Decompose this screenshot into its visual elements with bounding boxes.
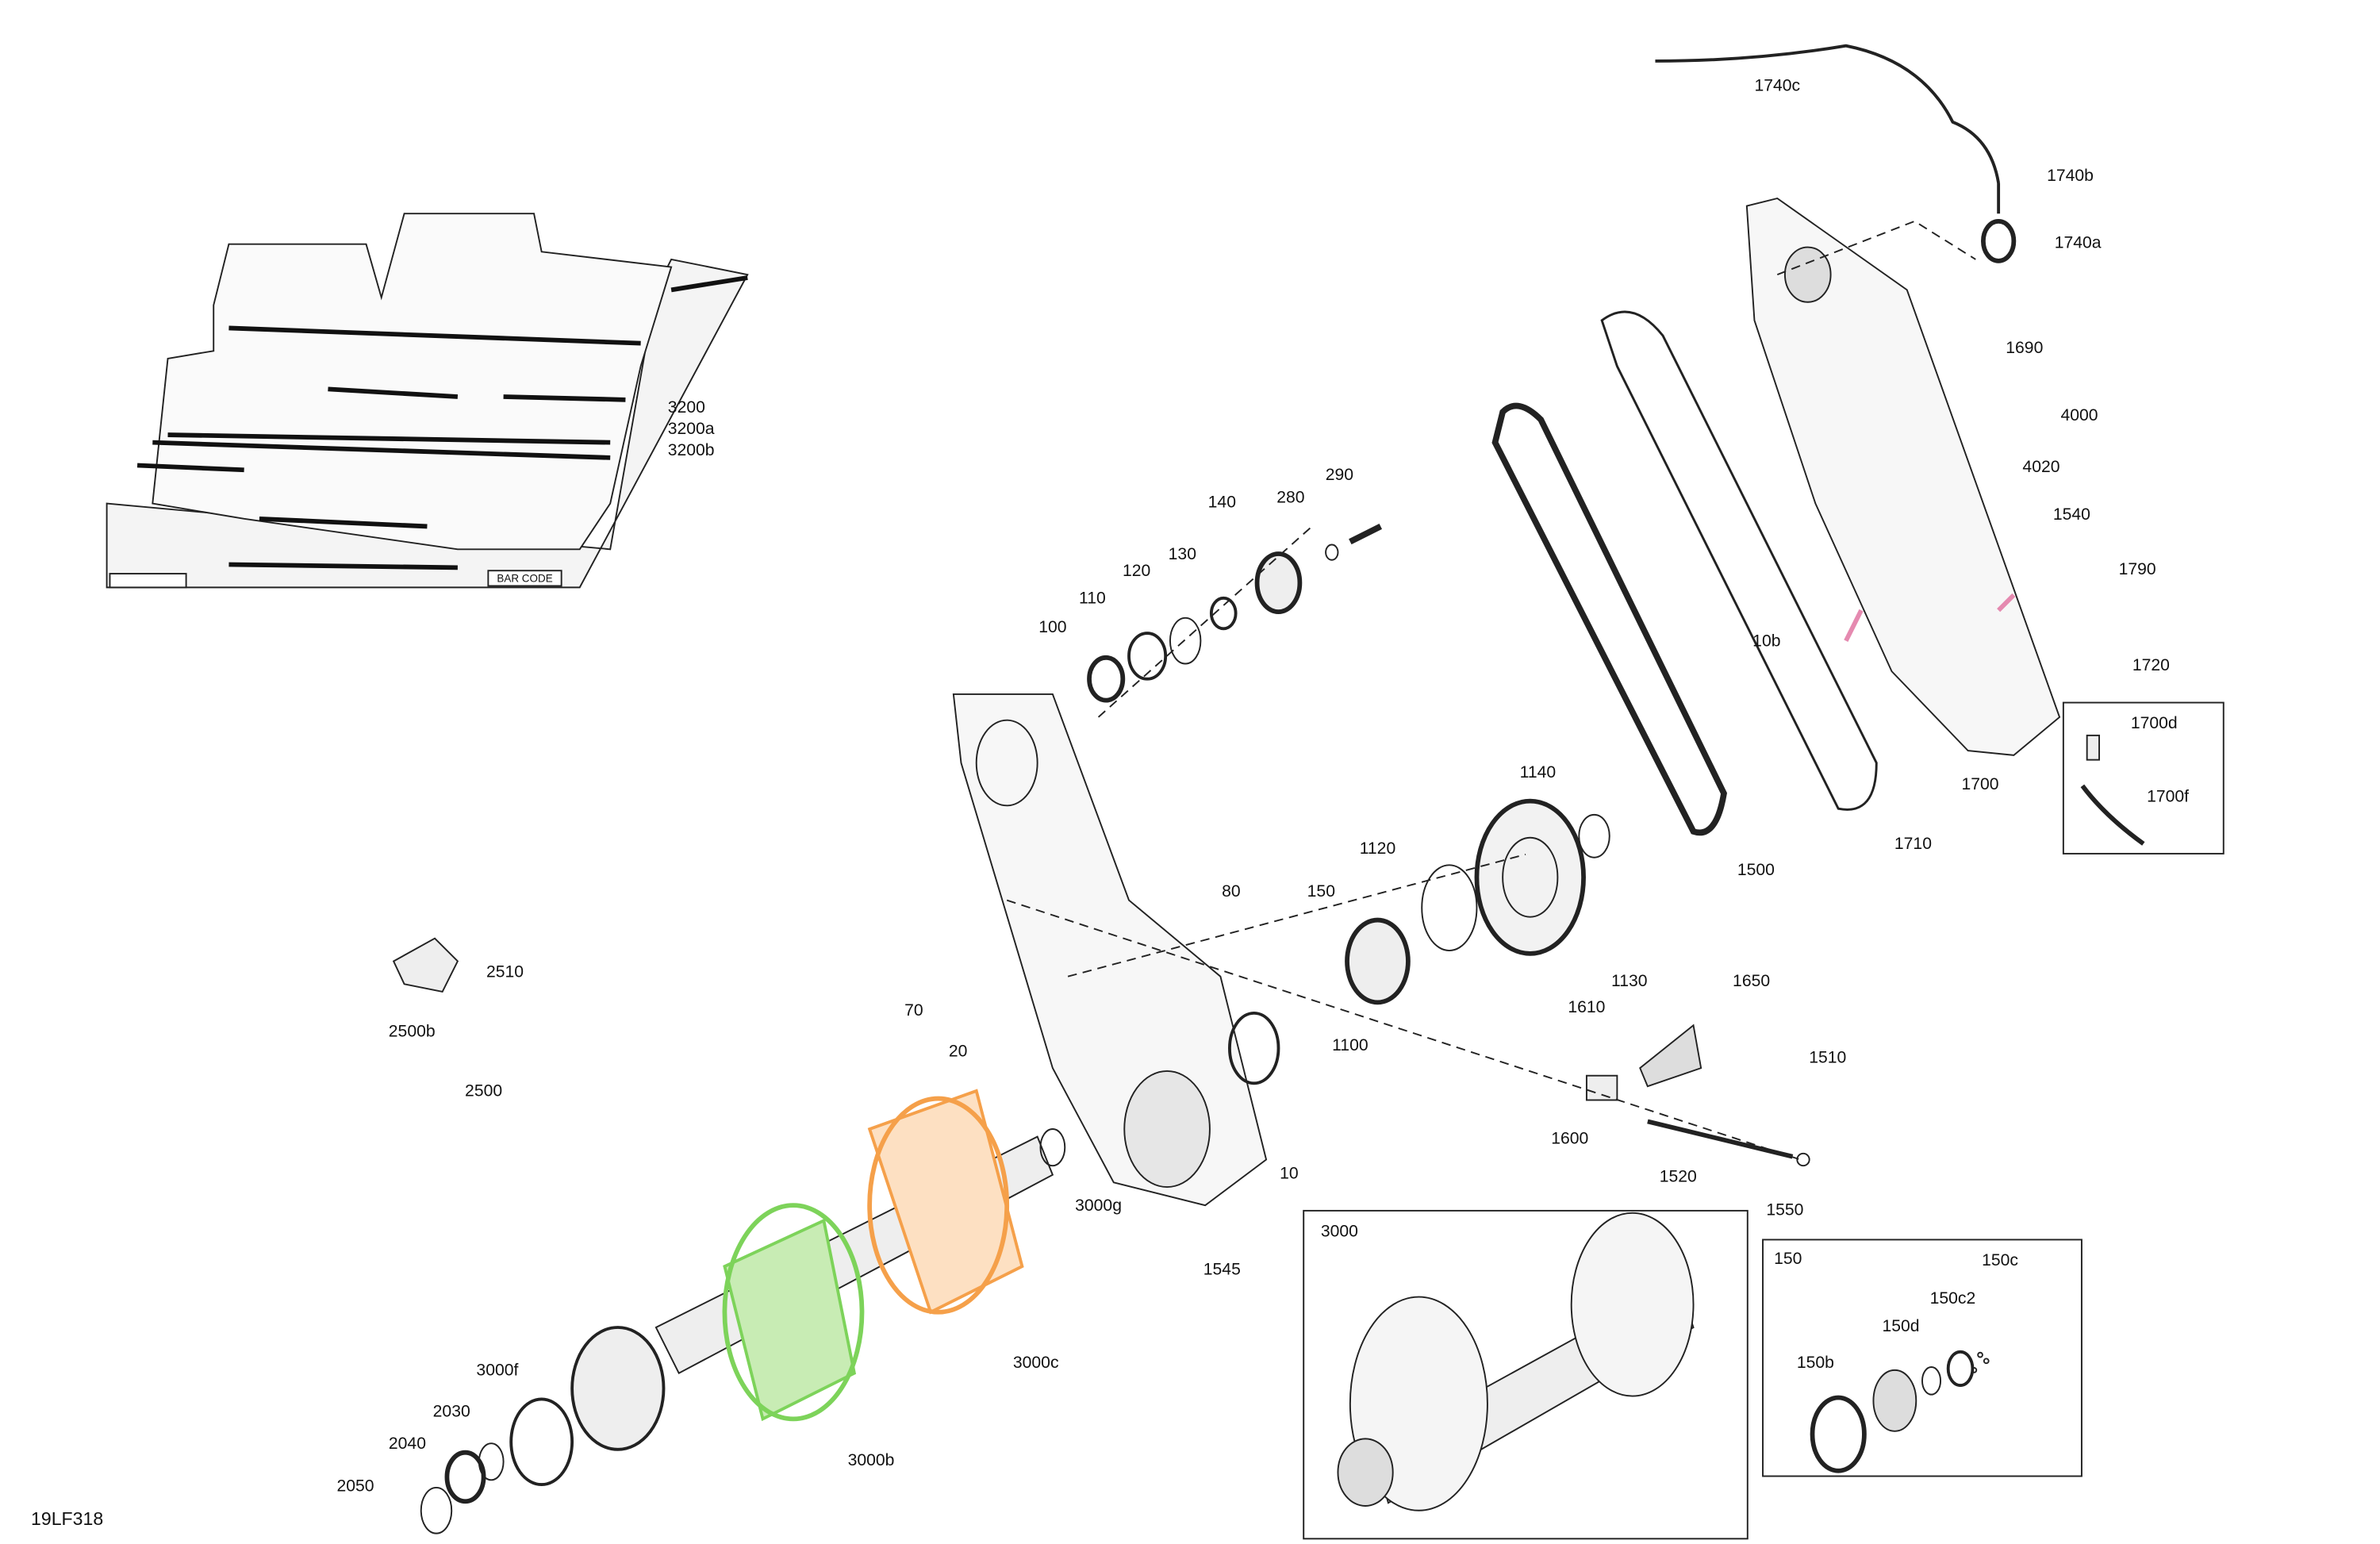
callout-100[interactable]: 100 <box>1038 618 1067 637</box>
inset-1700-art <box>2080 784 2145 846</box>
inset-3000-art <box>1337 1212 1695 1511</box>
clip-1700d <box>2086 734 2101 761</box>
callout-1740b[interactable]: 1740b <box>2047 167 2094 186</box>
callout-1700[interactable]: 1700 <box>1961 775 1999 794</box>
gear-stack <box>1087 523 1383 703</box>
callout-150c2[interactable]: 150c2 <box>1929 1289 1976 1308</box>
chain-1500 <box>1491 402 1727 836</box>
callout-1790[interactable]: 1790 <box>2118 560 2156 579</box>
callout-1140[interactable]: 1140 <box>1519 763 1557 782</box>
callout-280[interactable]: 280 <box>1276 489 1305 508</box>
callout-150d[interactable]: 150d <box>1882 1317 1920 1336</box>
callout-4020[interactable]: 4020 <box>2022 458 2060 477</box>
callout-2040[interactable]: 2040 <box>388 1435 426 1454</box>
callout-290[interactable]: 290 <box>1325 466 1354 485</box>
inset-3000-title: 3000 <box>1320 1223 1358 1242</box>
callout-1520[interactable]: 1520 <box>1659 1168 1697 1187</box>
callout-10b[interactable]: 10b <box>1752 632 1781 651</box>
bearing-150 <box>1345 917 1411 1005</box>
callout-1650[interactable]: 1650 <box>1733 972 1771 991</box>
callout-70[interactable]: 70 <box>904 1001 923 1020</box>
sprocket-1130 <box>1474 798 1586 956</box>
callout-1610[interactable]: 1610 <box>1568 998 1606 1017</box>
bracket-2500 <box>392 937 459 993</box>
callout-1720[interactable]: 1720 <box>2132 656 2170 675</box>
callout-3200b[interactable]: 3200b <box>667 441 715 460</box>
inset-150-art <box>1810 1350 1990 1473</box>
callout-1700d[interactable]: 1700d <box>2130 714 2178 734</box>
callout-3000g[interactable]: 3000g <box>1075 1196 1122 1216</box>
callout-1740a[interactable]: 1740a <box>2054 234 2102 253</box>
callout-3200[interactable]: 3200 <box>667 398 705 417</box>
inset-box-1700 <box>2062 701 2225 855</box>
callout-120[interactable]: 120 <box>1122 562 1151 581</box>
callout-10[interactable]: 10 <box>1280 1165 1299 1184</box>
callout-150[interactable]: 150 <box>1307 882 1335 901</box>
tensioner-parts <box>1585 1024 1810 1167</box>
callout-1550[interactable]: 1550 <box>1766 1201 1804 1220</box>
callout-3000b[interactable]: 3000b <box>847 1451 895 1470</box>
seal-1100 <box>1228 1011 1280 1085</box>
callout-2500[interactable]: 2500 <box>465 1082 503 1101</box>
inset-box-150 <box>1762 1239 2082 1477</box>
callout-1510[interactable]: 1510 <box>1809 1049 1847 1068</box>
callout-1120[interactable]: 1120 <box>1359 839 1396 858</box>
diagram-code: 19LF318 <box>31 1508 104 1530</box>
drive-shaft-3000 <box>420 1089 1066 1534</box>
callout-110[interactable]: 110 <box>1078 590 1106 609</box>
chaincase-10 <box>952 693 1268 1207</box>
circlip-1120 <box>1421 864 1478 951</box>
track-illustration <box>106 213 749 589</box>
callout-1540[interactable]: 1540 <box>2052 505 2090 524</box>
callout-1710[interactable]: 1710 <box>1894 835 1932 854</box>
callout-2050[interactable]: 2050 <box>336 1477 374 1496</box>
barcode-label: BAR CODE <box>497 574 553 586</box>
gasket-1710 <box>1600 310 1878 811</box>
callout-150b[interactable]: 150b <box>1796 1354 1834 1373</box>
chaincase-cover-1700 <box>1745 197 2061 756</box>
callout-20[interactable]: 20 <box>948 1043 968 1062</box>
circlip-1140 <box>1578 813 1610 858</box>
callout-1690[interactable]: 1690 <box>2006 339 2044 358</box>
sensor-1740a <box>1981 218 2017 263</box>
callout-1500[interactable]: 1500 <box>1737 861 1775 880</box>
callout-3200a[interactable]: 3200a <box>667 420 715 439</box>
callout-1600[interactable]: 1600 <box>1551 1129 1589 1149</box>
callout-1100[interactable]: 1100 <box>1332 1036 1368 1055</box>
callout-150c[interactable]: 150c <box>1982 1251 2018 1270</box>
callout-2030[interactable]: 2030 <box>432 1403 470 1422</box>
callout-80[interactable]: 80 <box>1222 882 1241 901</box>
callout-1545[interactable]: 1545 <box>1203 1261 1241 1280</box>
callout-130[interactable]: 130 <box>1168 545 1196 564</box>
callout-1130[interactable]: 1130 <box>1611 972 1648 991</box>
inset-box-3000 <box>1303 1209 1749 1540</box>
callout-140[interactable]: 140 <box>1207 494 1236 513</box>
callout-1740c[interactable]: 1740c <box>1754 77 1801 96</box>
callout-1700f[interactable]: 1700f <box>2147 788 2190 807</box>
callout-2510[interactable]: 2510 <box>486 963 524 982</box>
callout-3000c[interactable]: 3000c <box>1012 1354 1059 1373</box>
callout-4000[interactable]: 4000 <box>2060 406 2098 425</box>
assembly-lines <box>1006 220 1976 1161</box>
callout-3000f[interactable]: 3000f <box>476 1362 519 1381</box>
callout-2500b[interactable]: 2500b <box>388 1023 436 1042</box>
inset-150-title: 150 <box>1774 1250 1802 1269</box>
sensor-cable-1740 <box>1655 44 2001 214</box>
